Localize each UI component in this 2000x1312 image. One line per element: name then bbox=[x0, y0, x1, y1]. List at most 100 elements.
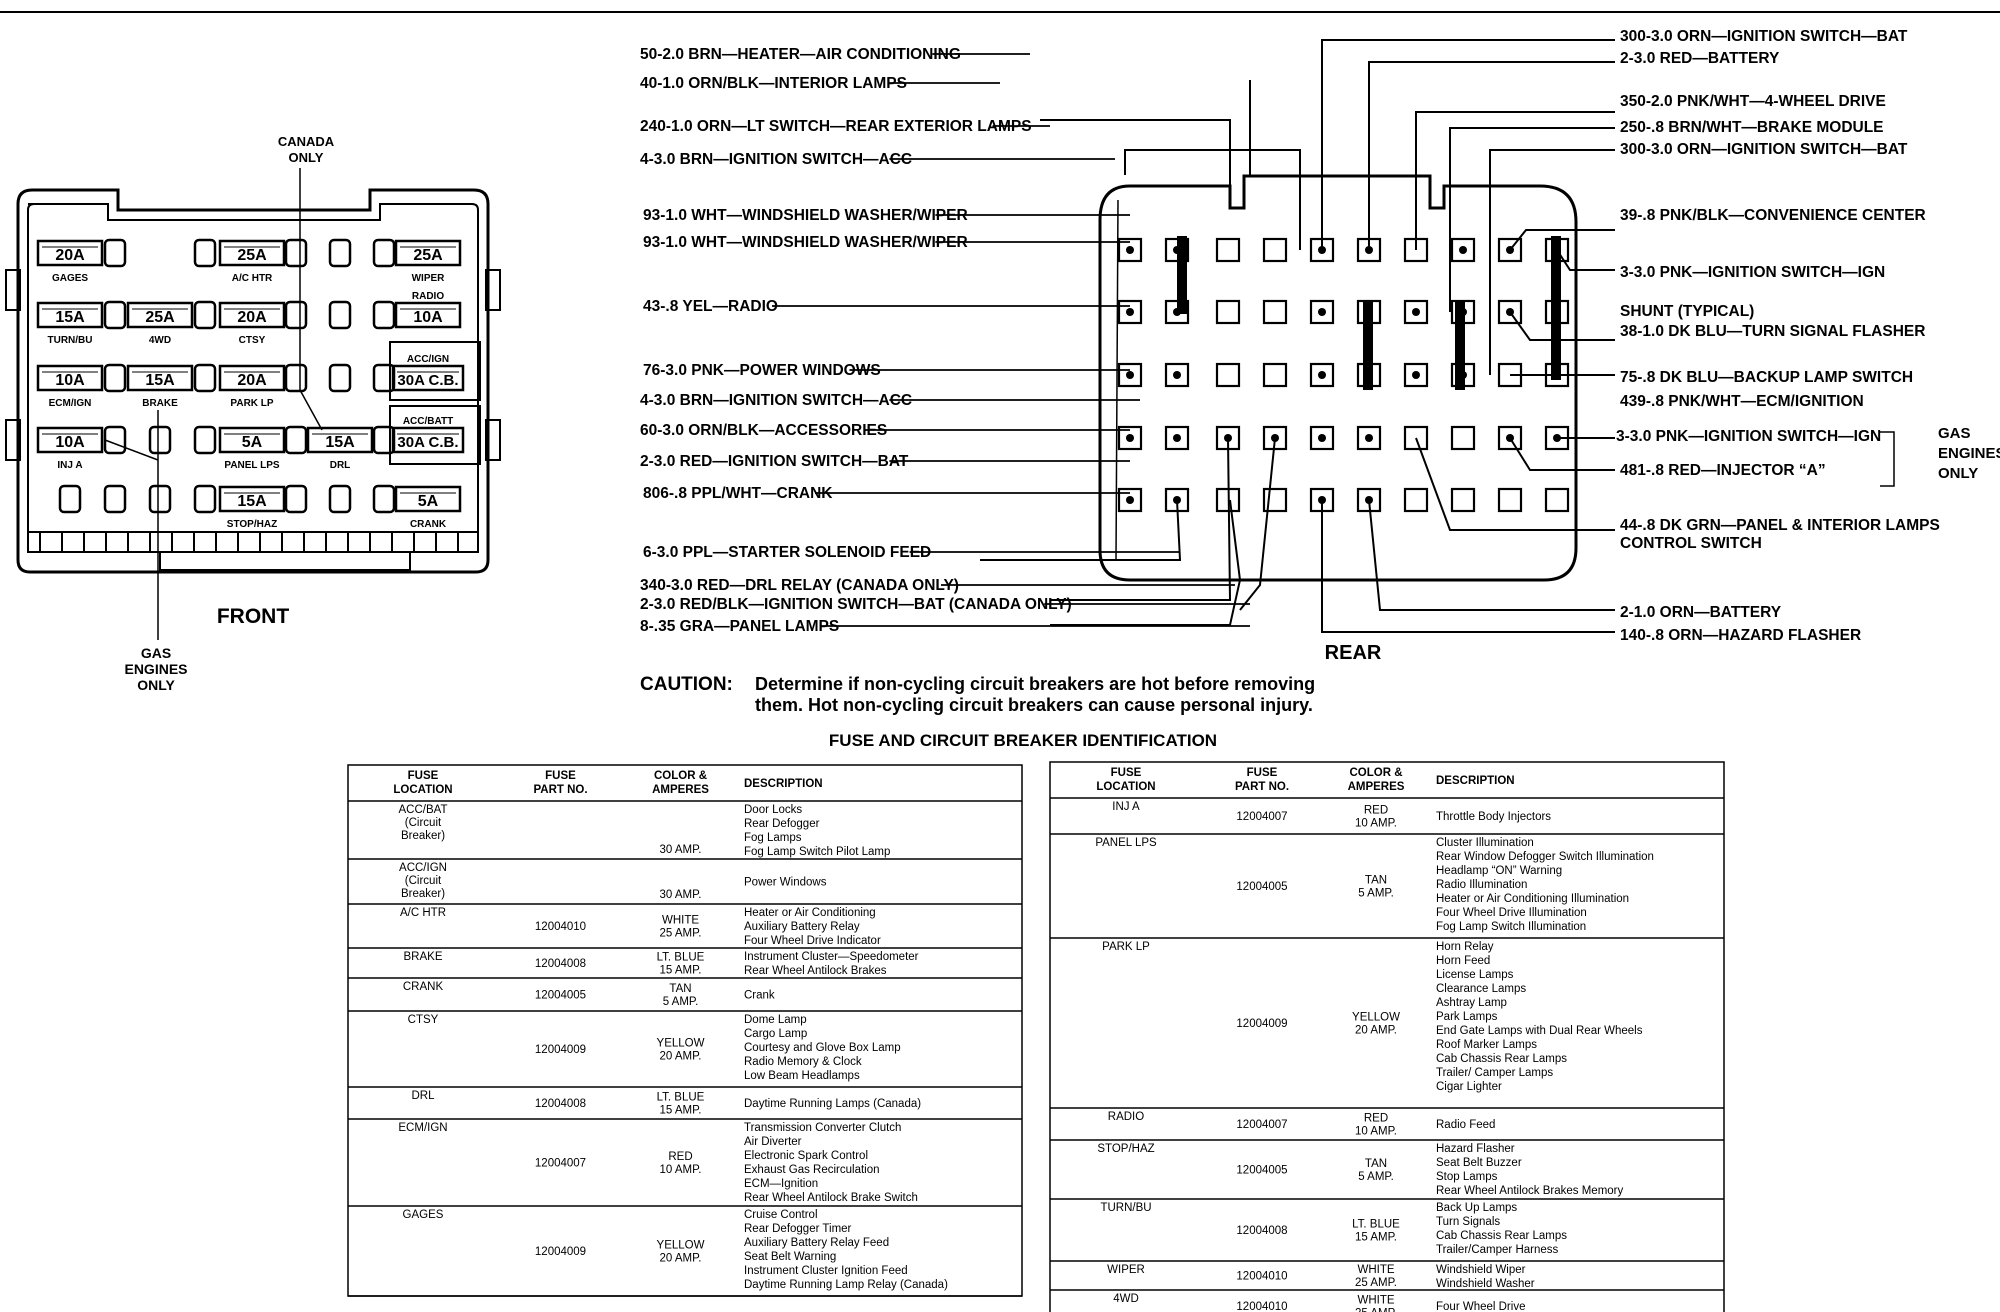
front-label: FRONT bbox=[217, 605, 289, 628]
cell-description: Auxiliary Battery Relay bbox=[744, 921, 860, 933]
cell-description: Trailer/Camper Harness bbox=[1436, 1244, 1559, 1256]
cell-part: 12004010 bbox=[1236, 1301, 1287, 1312]
cell-description: Daytime Running Lamp Relay (Canada) bbox=[744, 1279, 948, 1291]
empty-slot bbox=[193, 363, 217, 393]
empty-slot bbox=[103, 238, 127, 268]
shunt bbox=[1551, 236, 1561, 380]
fuse-amp: 15A bbox=[325, 434, 355, 451]
cell-description: Park Lamps bbox=[1436, 1011, 1498, 1023]
fuse-amp: 20A bbox=[237, 309, 267, 326]
wire bbox=[980, 499, 1182, 561]
right-callout: 439-.8 PNK/WHT—ECM/IGNITION bbox=[1620, 393, 1864, 410]
cell-description: Rear Wheel Antilock Brake Switch bbox=[744, 1192, 918, 1204]
empty-slot bbox=[328, 484, 352, 514]
header-color: AMPERES bbox=[1348, 781, 1405, 793]
cell-part: 12004009 bbox=[1236, 1018, 1287, 1030]
header-color: COLOR & bbox=[654, 770, 707, 782]
cell-description: Fog Lamp Switch Illumination bbox=[1436, 921, 1586, 933]
wire bbox=[1050, 437, 1232, 601]
left-callout: 4-3.0 BRN—IGNITION SWITCH—ACC bbox=[640, 392, 912, 409]
right-callout: 300-3.0 ORN—IGNITION SWITCH—BAT bbox=[1620, 28, 1908, 45]
cell-color: TAN bbox=[1365, 1158, 1387, 1170]
cell-description: Daytime Running Lamps (Canada) bbox=[744, 1098, 921, 1110]
header-part: PART NO. bbox=[1235, 781, 1289, 793]
cell-color: 30 AMP. bbox=[660, 844, 702, 856]
fuse-radio bbox=[394, 301, 462, 329]
empty-slot bbox=[284, 484, 308, 514]
cell-location: (Circuit bbox=[405, 817, 442, 829]
terminal-contact bbox=[1318, 434, 1326, 442]
cell-location: ACC/IGN bbox=[399, 862, 447, 874]
cell-color: 30 AMP. bbox=[660, 889, 702, 901]
header-location: LOCATION bbox=[393, 784, 452, 796]
right-callout: 2-3.0 RED—BATTERY bbox=[1620, 50, 1780, 67]
wire bbox=[1050, 499, 1242, 626]
terminal-cavity bbox=[1497, 237, 1523, 263]
cell-location: CRANK bbox=[403, 981, 444, 993]
cell-description: Turn Signals bbox=[1436, 1216, 1500, 1228]
left-callout: 40-1.0 ORN/BLK—INTERIOR LAMPS bbox=[640, 75, 907, 92]
cell-description: Transmission Converter Clutch bbox=[744, 1122, 901, 1134]
wire bbox=[1509, 437, 1615, 471]
fuse-inj-a bbox=[36, 426, 104, 454]
terminal-cavity bbox=[1117, 299, 1143, 325]
terminal-cavity bbox=[1117, 425, 1143, 451]
right-callout: 2-1.0 ORN—BATTERY bbox=[1620, 604, 1782, 621]
wire bbox=[1321, 500, 1615, 633]
terminal-contact bbox=[1318, 371, 1326, 379]
cell-color: 10 AMP. bbox=[1355, 1126, 1397, 1138]
fuse-brake bbox=[126, 364, 194, 392]
right-callout: CONTROL SWITCH bbox=[1620, 535, 1762, 552]
left-callout: 240-1.0 ORN—LT SWITCH—REAR EXTERIOR LAMP… bbox=[640, 118, 1032, 135]
cell-location: Breaker) bbox=[401, 888, 445, 900]
terminal-cavity bbox=[1356, 425, 1382, 451]
empty-slot bbox=[284, 238, 308, 268]
fuse-amp: 10A bbox=[413, 309, 443, 326]
cell-description: Stop Lamps bbox=[1436, 1171, 1498, 1183]
cell-description: Headlamp “ON” Warning bbox=[1436, 865, 1562, 877]
gas-note-left-line3: ONLY bbox=[137, 677, 175, 693]
terminal-cavity bbox=[1262, 362, 1288, 388]
wire bbox=[1509, 229, 1615, 251]
cell-description: Throttle Body Injectors bbox=[1436, 811, 1551, 823]
cell-location: ACC/BAT bbox=[399, 804, 448, 816]
table-title: FUSE AND CIRCUIT BREAKER IDENTIFICATION bbox=[829, 731, 1217, 750]
fuse-a-c-htr bbox=[218, 239, 286, 267]
cell-color: WHITE bbox=[662, 915, 699, 927]
caution-label: CAUTION: bbox=[640, 674, 733, 695]
cell-location: ECM/IGN bbox=[398, 1122, 447, 1134]
cell-description: Ashtray Lamp bbox=[1436, 997, 1507, 1009]
empty-slot bbox=[372, 425, 396, 455]
cell-description: Dome Lamp bbox=[744, 1014, 807, 1026]
cell-color: YELLOW bbox=[657, 1038, 705, 1050]
terminal-cavity bbox=[1309, 299, 1335, 325]
cell-part: 12004008 bbox=[535, 958, 586, 970]
cell-description: Electronic Spark Control bbox=[744, 1150, 868, 1162]
fuse-amp: 30A C.B. bbox=[397, 372, 458, 389]
header-location: LOCATION bbox=[1096, 781, 1155, 793]
cell-color: 20 AMP. bbox=[660, 1051, 702, 1063]
caution-line1: Determine if non-cycling circuit breaker… bbox=[755, 674, 1315, 694]
left-callout: 76-3.0 PNK—POWER WINDOWS bbox=[643, 362, 881, 379]
cell-location: Breaker) bbox=[401, 830, 445, 842]
fuse-amp: 10A bbox=[55, 372, 85, 389]
terminal-cavity bbox=[1117, 237, 1143, 263]
terminal-cavity bbox=[1450, 425, 1476, 451]
terminal-cavity bbox=[1497, 425, 1523, 451]
empty-slot bbox=[103, 425, 127, 455]
fuse-label: BRAKE bbox=[142, 398, 178, 409]
cell-description: Cruise Control bbox=[744, 1209, 818, 1221]
cell-description: Air Diverter bbox=[744, 1136, 802, 1148]
terminal-cavity bbox=[1450, 487, 1476, 513]
cell-color: 25 AMP. bbox=[1355, 1308, 1397, 1312]
fuse-amp: 25A bbox=[413, 247, 443, 264]
empty-slot bbox=[328, 363, 352, 393]
cell-description: Rear Wheel Antilock Brakes Memory bbox=[1436, 1185, 1624, 1197]
cell-color: LT. BLUE bbox=[1352, 1219, 1400, 1231]
terminal-contact bbox=[1126, 496, 1134, 504]
